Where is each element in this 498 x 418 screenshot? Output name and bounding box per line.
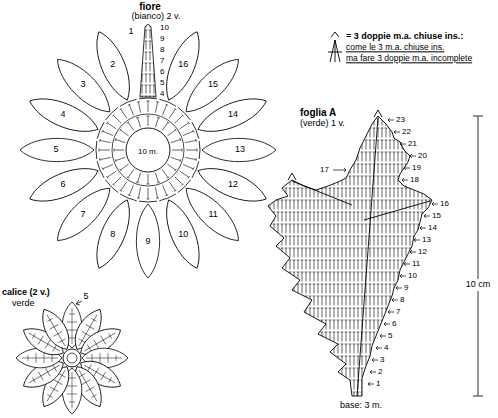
petal-number: 7 [80,210,85,220]
petal-number: 16 [178,60,188,70]
petal-number: 13 [235,145,245,155]
petal-number: 5 [53,145,58,155]
row-number: 6 [392,320,396,329]
row-number: 18 [410,176,419,185]
chart-title: calice (2 v.) [2,288,50,298]
legend-note: come le 3 m.a. chiuse ins. [346,43,444,52]
row-number: 10 [160,24,169,33]
row-number: 8 [400,296,404,305]
petal-outline [25,90,102,140]
leaf-vein [292,118,430,396]
petal-outline [136,204,159,278]
petal-number: 12 [228,180,238,190]
petal-base-arcs [96,98,200,202]
row-number: 7 [396,308,400,317]
chart-title: foglia A [300,107,336,118]
row-number: 19 [412,164,421,173]
color-note: (verde) 1 v. [300,119,345,129]
stitch-count: 10 m. [138,148,158,157]
dimension-line [473,116,483,396]
petal-number: 6 [60,180,65,190]
calyx-lobe [36,305,76,355]
row-number: 2 [378,368,382,377]
row-number: 13 [422,236,431,245]
round-number: 5 [83,292,88,302]
petal-number: 15 [208,80,218,90]
calyx-chart [16,300,128,414]
row-number: 4 [384,344,388,353]
petal-outline [158,27,208,104]
dimension-label: 10 cm [464,279,493,291]
row-number: 7 [160,57,164,66]
petal-outline [202,138,276,161]
leaf-chart [268,110,438,396]
row-number: 22 [402,128,411,137]
round-line [112,114,184,186]
petal-number: 11 [208,210,217,220]
row-number: 5 [160,79,164,88]
row-number: 16 [440,200,449,209]
row-number: 9 [404,284,408,293]
color-note: verde [12,299,35,309]
petal-outline [88,195,138,272]
leaf-outline [268,116,432,396]
row-number: 21 [408,140,417,149]
color-note: (bianco) 2 v. [132,12,181,22]
row-number: 6 [160,68,164,77]
row-number: 17 [320,166,329,175]
petal-number: 4 [60,110,65,120]
row-number: 4 [160,90,164,99]
tip-mark [288,110,382,180]
row-number: 12 [418,248,427,257]
petal-number: 1 [128,27,133,37]
petal-number: 8 [110,230,115,240]
petal-stitch-column [140,25,156,98]
petal-outline [193,160,270,210]
petal-number: 14 [228,110,238,120]
row-number: 15 [432,212,441,221]
stitch-ticks [114,116,182,184]
legend-symbol [328,32,342,62]
chart-title: fiore [139,1,161,12]
petal-outline [20,138,94,161]
petal-number: 10 [178,230,188,240]
row-number: 3 [380,356,384,365]
row-number: 8 [160,46,164,55]
petal-number: 2 [110,60,115,70]
row-number: 1 [376,380,380,389]
legend-text: = 3 doppie m.a. chiuse ins.: [346,32,463,42]
row-number: 9 [160,35,164,44]
chain-ring [126,128,170,172]
petal-number: 9 [145,237,150,247]
row-number: 20 [418,152,427,161]
row-number: 23 [396,116,405,125]
petal-number: 3 [80,80,85,90]
row-number: 5 [388,332,392,341]
legend-note: ma fare 3 doppie m.a. incomplete [346,54,472,63]
row-number: 11 [412,260,420,269]
row-arrow [333,118,438,386]
row-number: 10 [408,272,417,281]
row-number: 14 [428,224,437,233]
stitch-ticks [99,101,197,199]
flower-chart [20,25,276,279]
base-note: base: 3 m. [340,401,382,411]
